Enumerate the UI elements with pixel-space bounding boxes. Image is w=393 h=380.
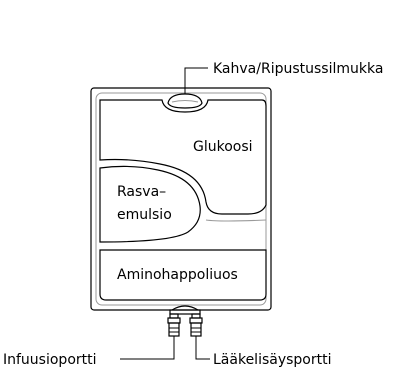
medication-port-leader-line [195, 336, 210, 360]
fat-emulsion-label: Rasva– emulsio [117, 184, 172, 223]
infusion-port-icon [167, 313, 181, 337]
handle-leader-line [184, 67, 208, 94]
medication-port-icon [189, 313, 203, 337]
amino-acid-chamber [99, 249, 267, 301]
port-connector [169, 305, 201, 315]
glucose-chamber [99, 99, 267, 215]
handle-label: Kahva/Ripustussilmukka [213, 61, 383, 77]
glucose-label: Glukoosi [193, 139, 253, 155]
fat-emulsion-chamber [99, 165, 201, 243]
infusion-port-label: Infuusioportti [3, 352, 97, 368]
fat-emulsion-label-line1: Rasva– [117, 184, 166, 200]
amino-acid-label: Aminohappoliuos [117, 267, 238, 283]
infusion-port-leader-line [120, 336, 175, 360]
fat-emulsion-label-line2: emulsio [117, 207, 172, 223]
handle-loop [167, 93, 203, 109]
medication-port-label: Lääkelisäysportti [213, 352, 332, 368]
middle-seam [205, 219, 267, 222]
